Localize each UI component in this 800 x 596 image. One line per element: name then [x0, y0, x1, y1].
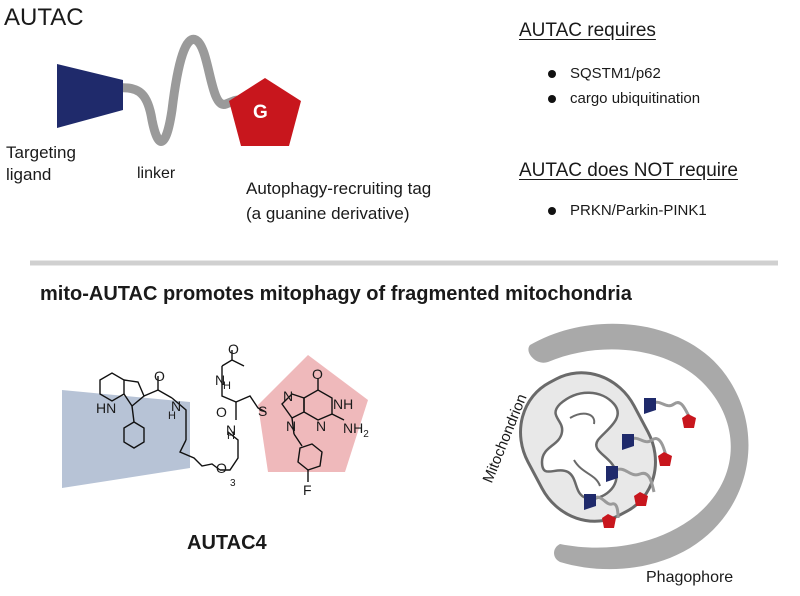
page-title: AUTAC	[4, 4, 84, 31]
tag-shade	[258, 355, 368, 472]
requires-item-label: SQSTM1/p62	[570, 65, 661, 82]
requires-item: cargo ubiquitination	[548, 90, 700, 107]
atom-o-chain: O	[216, 460, 227, 476]
atom-h-mid: H	[227, 430, 235, 442]
atom-n-guanine: N	[283, 388, 294, 404]
requires-item: SQSTM1/p62	[548, 65, 661, 82]
ligand-shade	[62, 390, 190, 488]
phagophore-label: Phagophore	[646, 569, 734, 586]
atom-o-amide: O	[216, 404, 227, 420]
bullet-icon	[548, 94, 556, 103]
bullet-icon	[548, 206, 556, 215]
atom-nh2-label: NH	[343, 420, 364, 436]
bullet-icon	[548, 69, 556, 78]
mitochondrion	[519, 371, 657, 523]
linker-wave	[113, 34, 253, 146]
atom-hn-indole: HN	[96, 400, 117, 416]
guanine-tag-pentagon	[229, 78, 301, 146]
atom-h-top: H	[223, 380, 231, 392]
atom-nh2-sub: 2	[363, 428, 369, 440]
targeting-ligand-trapezoid	[57, 64, 123, 128]
atom-s: S	[258, 403, 268, 419]
requires-item-label: cargo ubiquitination	[570, 90, 701, 107]
atom-f: F	[303, 482, 312, 498]
atom-nh-ring: NH	[333, 396, 354, 412]
bottom-title: mito-AUTAC promotes mitophagy of fragmen…	[40, 283, 632, 305]
atom-h-amide: H	[168, 410, 176, 422]
probes	[584, 398, 696, 528]
not-requires-item-label: PRKN/Parkin-PINK1	[570, 202, 707, 219]
atom-o-guanine: O	[312, 366, 323, 382]
phagophore-membrane	[528, 323, 749, 570]
atom-o-carbonyl: O	[154, 368, 165, 384]
linker-label: linker	[137, 165, 176, 182]
tag-label-line2: (a guanine derivative)	[246, 204, 410, 223]
targeting-ligand-label: Targeting ligand	[6, 143, 76, 184]
atom-n-ring: N	[316, 418, 327, 434]
atom-n-amide: N	[171, 398, 182, 414]
tag-label-line1: Autophagy-recruiting tag	[246, 179, 432, 198]
molecule-name: AUTAC4	[187, 532, 267, 554]
atom-o-acetyl: O	[228, 341, 239, 357]
molecule-skeleton	[99, 350, 345, 482]
atom-n-top: N	[215, 372, 226, 388]
atom-nh2: NH2	[343, 420, 369, 440]
atom-n-guanine2: N	[286, 418, 297, 434]
not-requires-item: PRKN/Parkin-PINK1	[548, 202, 707, 219]
requires-heading: AUTAC requires	[519, 20, 656, 41]
atom-subscript: 3	[230, 478, 236, 489]
guanine-tag-letter: G	[253, 102, 268, 123]
atom-n-mid: N	[226, 422, 237, 438]
not-requires-heading: AUTAC does NOT require	[519, 160, 738, 181]
